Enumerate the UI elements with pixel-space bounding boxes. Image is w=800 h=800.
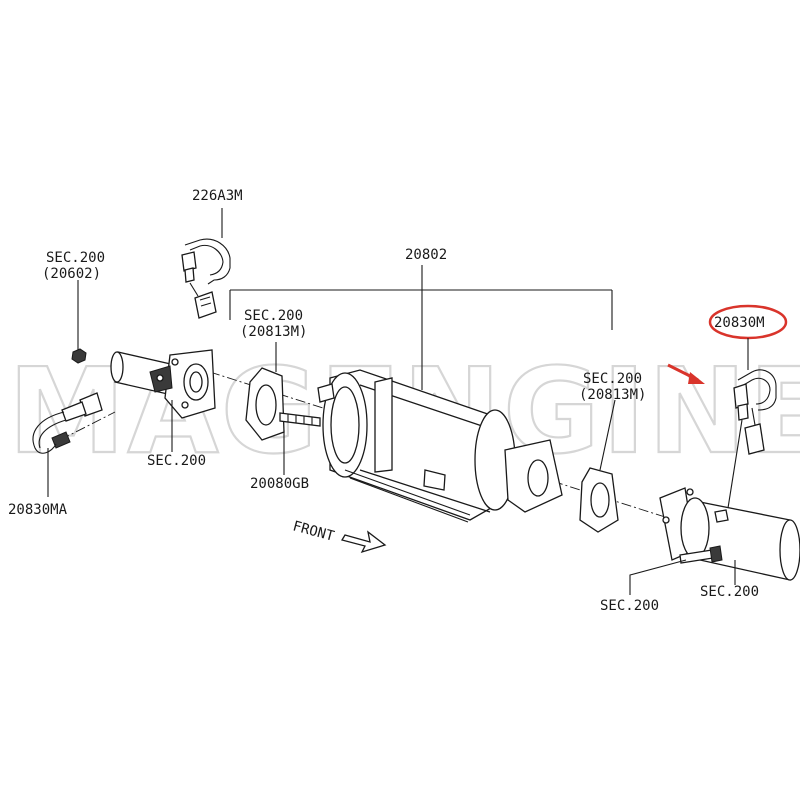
turbo-outlet-assembly bbox=[110, 349, 216, 419]
label-sensor-right: 20830M bbox=[714, 315, 765, 331]
label-sec-mid-1: SEC.200 bbox=[244, 308, 303, 324]
label-sec-right-2: (20813M) bbox=[579, 387, 646, 403]
highlight-arrow bbox=[667, 363, 705, 384]
oxygen-sensor-left bbox=[32, 392, 103, 454]
gasket-left bbox=[245, 367, 285, 441]
label-sec-bottom-right: SEC.200 bbox=[700, 584, 759, 600]
label-sec-left-1: SEC.200 bbox=[46, 250, 105, 266]
exhaust-temp-sensor-top bbox=[181, 238, 231, 319]
flange-bolt bbox=[679, 545, 723, 564]
gasket-right bbox=[579, 467, 619, 533]
front-direction-arrow bbox=[340, 530, 387, 554]
label-front: FRONT bbox=[291, 518, 336, 545]
label-sec-mid-2: (20813M) bbox=[240, 324, 307, 340]
label-sensor-left: 20830MA bbox=[8, 502, 68, 518]
label-sec-bottom-mid: SEC.200 bbox=[600, 598, 659, 614]
stud-bolt bbox=[279, 412, 321, 427]
label-sec-flange: SEC.200 bbox=[147, 453, 206, 469]
label-stud: 20080GB bbox=[250, 476, 309, 492]
oxygen-sensor-right bbox=[727, 369, 777, 509]
label-sec-left-2: (20602) bbox=[42, 266, 101, 282]
diesel-particulate-filter bbox=[317, 369, 563, 523]
label-sensor-top: 226A3M bbox=[192, 188, 243, 204]
label-main-part: 20802 bbox=[405, 247, 447, 263]
label-sec-right-1: SEC.200 bbox=[583, 371, 642, 387]
tail-pipe-assembly bbox=[659, 487, 800, 581]
left-nut bbox=[71, 348, 87, 364]
leader-lines bbox=[47, 208, 749, 595]
